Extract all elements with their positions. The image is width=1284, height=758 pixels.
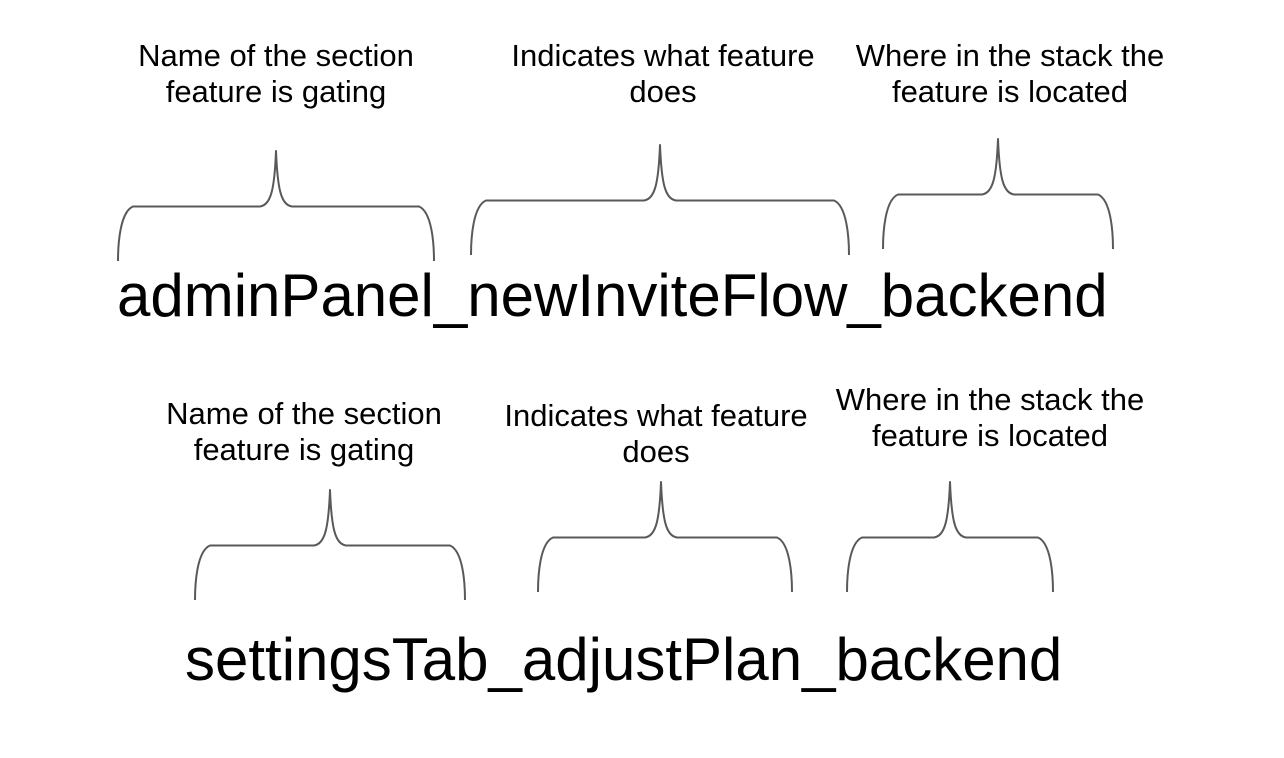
curly-brace-icon [194, 489, 466, 601]
annotation-line: feature is located [891, 74, 1129, 109]
annotation-line: Indicates what feature [511, 38, 815, 73]
annotation-label-stack-location: Where in the stack the feature is locate… [790, 382, 1190, 454]
annotation-line: Where in the stack the [855, 38, 1165, 73]
annotation-line: Name of the section [166, 396, 442, 431]
curly-brace-icon [117, 150, 435, 262]
flag-name: settingsTab_adjustPlan_backend [185, 626, 1063, 693]
curly-brace-icon [537, 481, 793, 593]
annotation-line: feature is located [871, 418, 1109, 453]
annotation-line: Indicates what feature [504, 398, 808, 433]
flag-name: adminPanel_newInviteFlow_backend [117, 262, 1108, 329]
annotation-label-section-gating: Name of the section feature is gating [104, 396, 504, 468]
curly-brace-icon [470, 144, 850, 256]
annotation-line: does [622, 434, 690, 469]
annotation-label-stack-location: Where in the stack the feature is locate… [810, 38, 1210, 110]
curly-brace-icon [882, 138, 1114, 250]
annotation-label-feature-purpose: Indicates what feature does [456, 398, 856, 470]
annotation-line: feature is gating [193, 432, 415, 467]
annotation-label-section-gating: Name of the section feature is gating [76, 38, 476, 110]
curly-brace-icon [846, 481, 1054, 593]
annotation-line: Where in the stack the [835, 382, 1145, 417]
annotation-line: does [629, 74, 697, 109]
annotation-label-feature-purpose: Indicates what feature does [463, 38, 863, 110]
annotation-line: feature is gating [165, 74, 387, 109]
annotation-line: Name of the section [138, 38, 414, 73]
